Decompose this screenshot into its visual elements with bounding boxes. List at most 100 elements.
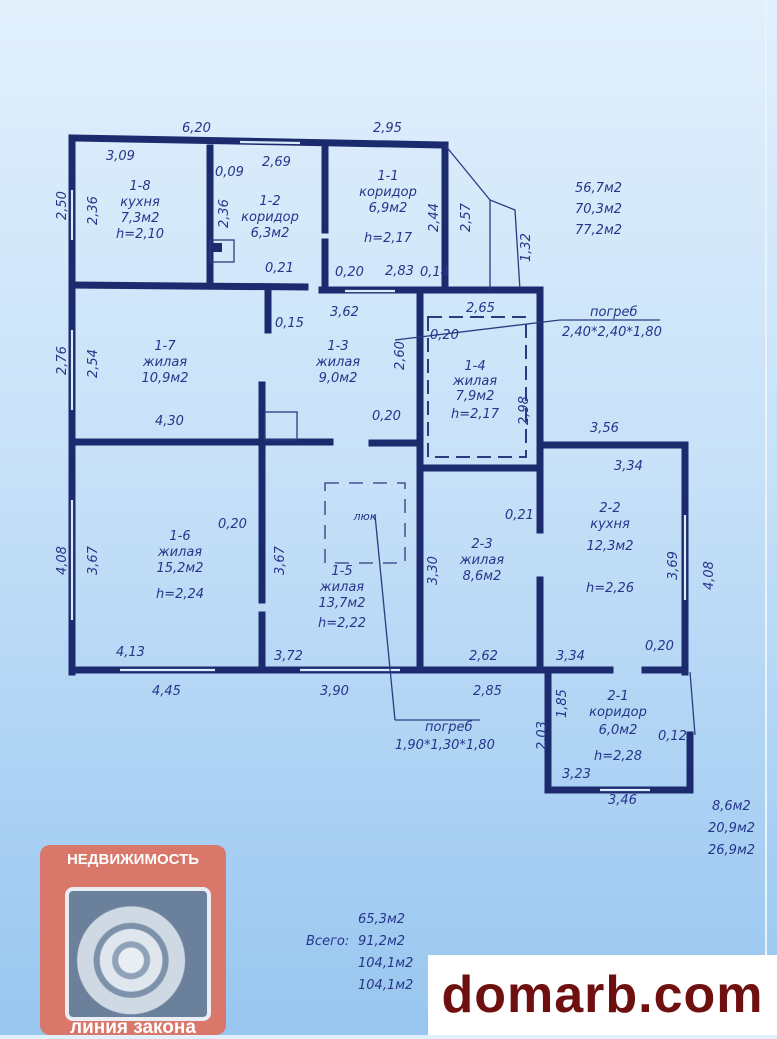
room-1-5-name: жилая bbox=[319, 580, 364, 595]
cellar2-label: погреб bbox=[425, 720, 473, 735]
room-2-3-area: 8,6м2 bbox=[463, 569, 502, 584]
room-1-5-height: h=2,22 bbox=[318, 616, 366, 631]
plan-lines bbox=[209, 144, 696, 736]
room-1-3-id: 1-3 bbox=[327, 339, 348, 354]
dim: 3,23 bbox=[562, 767, 591, 782]
grand-total-label: Всего: bbox=[306, 934, 349, 949]
logo-bottom-text: линия закона bbox=[70, 1017, 196, 1038]
room-1-7-id: 1-7 bbox=[154, 339, 176, 354]
cellar2-size: 1,90*1,30*1,80 bbox=[395, 738, 495, 753]
dim: 3,67 bbox=[86, 545, 101, 575]
room-2-1-area: 6,0м2 bbox=[599, 723, 638, 738]
watermark: domarb.com bbox=[428, 955, 777, 1035]
room-1-1-area: 6,9м2 bbox=[369, 201, 408, 216]
room-1-6-area: 15,2м2 bbox=[156, 561, 203, 576]
grand-total-value: 104,1м2 bbox=[358, 978, 413, 993]
room-1-1-id: 1-1 bbox=[377, 169, 398, 184]
room-2-3-id: 2-3 bbox=[471, 537, 492, 552]
dim: 3,56 bbox=[590, 421, 619, 436]
room-1-3-name: жилая bbox=[315, 355, 360, 370]
hatch-label: люк bbox=[353, 510, 377, 523]
dim: 2,60 bbox=[393, 341, 408, 370]
dim: 3,46 bbox=[608, 793, 637, 808]
room-1-4-area: 7,9м2 bbox=[456, 389, 495, 404]
cellar1-size: 2,40*2,40*1,80 bbox=[562, 325, 662, 340]
dim: 2,44 bbox=[427, 203, 442, 232]
dim: 3,67 bbox=[273, 545, 288, 575]
dim: 2,95 bbox=[373, 121, 402, 136]
room-1-8-height: h=2,10 bbox=[116, 227, 164, 242]
dimensions: 6,20 2,95 3,09 0,09 2,69 0,21 0,20 2,83 … bbox=[55, 121, 717, 808]
room-2-2-name: кухня bbox=[590, 517, 630, 532]
grand-total-value: 65,3м2 bbox=[358, 912, 405, 927]
room-2-1-name: коридор bbox=[589, 705, 647, 720]
dim: 2,50 bbox=[55, 191, 70, 220]
dim: 4,08 bbox=[55, 546, 70, 575]
total-part1: 56,7м2 bbox=[575, 181, 622, 196]
room-1-2-id: 1-2 bbox=[259, 194, 280, 209]
room-2-1-height: h=2,28 bbox=[594, 749, 642, 764]
cellar1-label: погреб bbox=[590, 305, 638, 320]
room-1-2-area: 6,3м2 bbox=[251, 226, 290, 241]
logo-top-text: НЕДВИЖИМОСТЬ bbox=[66, 851, 200, 868]
dim: 3,34 bbox=[614, 459, 643, 474]
dim: 0,20 bbox=[645, 639, 674, 654]
dim: 0,20 bbox=[430, 328, 459, 343]
dim: 2,03 bbox=[535, 721, 550, 750]
dim: 2,36 bbox=[217, 199, 232, 228]
room-1-6-height: h=2,24 bbox=[156, 587, 204, 602]
room-1-1-height: h=2,17 bbox=[364, 231, 413, 246]
room-1-8-id: 1-8 bbox=[129, 179, 150, 194]
dim: 2,69 bbox=[262, 155, 291, 170]
dim: 2,54 bbox=[86, 349, 101, 378]
stove-icon bbox=[213, 243, 222, 252]
dim: 6,20 bbox=[182, 121, 211, 136]
room-labels: 1-8 кухня 7,3м2 h=2,10 1-2 коридор 6,3м2… bbox=[116, 169, 647, 764]
dim: 3,34 bbox=[556, 649, 585, 664]
grand-total-value: 91,2м2 bbox=[358, 934, 405, 949]
room-2-1-id: 2-1 bbox=[607, 689, 628, 704]
room-1-4-id: 1-4 bbox=[464, 359, 485, 374]
dim: 4,13 bbox=[116, 645, 145, 660]
room-1-5-id: 1-5 bbox=[331, 564, 352, 579]
room-1-6-name: жилая bbox=[157, 545, 202, 560]
room-1-7-area: 10,9м2 bbox=[141, 371, 188, 386]
dim: 0,20 bbox=[335, 265, 364, 280]
column-capital-image bbox=[65, 887, 211, 1021]
room-2-2-height: h=2,26 bbox=[586, 581, 634, 596]
annotations: погреб 2,40*2,40*1,80 погреб 1,90*1,30*1… bbox=[306, 181, 755, 993]
dim: 0,20 bbox=[218, 517, 247, 532]
dim: 2,65 bbox=[466, 301, 495, 316]
dim: 3,09 bbox=[106, 149, 135, 164]
room-1-2-name: коридор bbox=[241, 210, 299, 225]
grand-total-value: 104,1м2 bbox=[358, 956, 413, 971]
room-1-5-area: 13,7м2 bbox=[318, 596, 365, 611]
total-part2: 26,9м2 bbox=[708, 843, 755, 858]
room-1-7-name: жилая bbox=[142, 355, 187, 370]
room-2-2-area: 12,3м2 bbox=[586, 539, 633, 554]
room-1-4-name: жилая bbox=[452, 374, 497, 389]
dim: 4,30 bbox=[155, 414, 184, 429]
dim: 4,08 bbox=[702, 561, 717, 590]
total-part2: 8,6м2 bbox=[712, 799, 751, 814]
dim: 2,98 bbox=[517, 396, 532, 425]
room-2-3-name: жилая bbox=[459, 553, 504, 568]
dim: 3,69 bbox=[666, 551, 681, 580]
dim: 3,90 bbox=[320, 684, 349, 699]
dim: 4,45 bbox=[152, 684, 181, 699]
paper-edge bbox=[765, 0, 767, 1035]
dim: 2,36 bbox=[86, 196, 101, 225]
agency-logo: НЕДВИЖИМОСТЬ линия закона bbox=[40, 845, 226, 1038]
dim: 1,85 bbox=[555, 689, 570, 718]
dim: 0,14 bbox=[420, 265, 449, 280]
dim: 0,12 bbox=[658, 729, 687, 744]
dim: 2,85 bbox=[473, 684, 502, 699]
dim: 3,72 bbox=[274, 649, 303, 664]
room-1-6-id: 1-6 bbox=[169, 529, 190, 544]
total-part1: 70,3м2 bbox=[575, 202, 622, 217]
room-1-4-height: h=2,17 bbox=[451, 407, 500, 422]
room-1-1-name: коридор bbox=[359, 185, 417, 200]
walls bbox=[68, 134, 694, 794]
total-part2: 20,9м2 bbox=[708, 821, 755, 836]
